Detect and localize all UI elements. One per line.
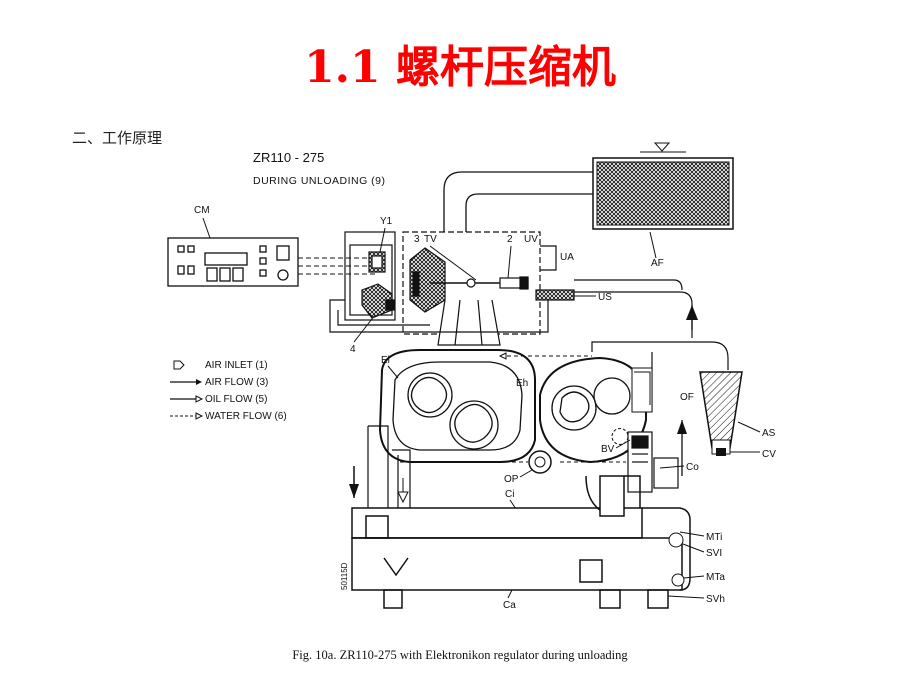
legend-item-label: AIR INLET (1) <box>205 360 268 371</box>
legend: AIR INLET (1) AIR FLOW (3) OIL FLOW (5) … <box>170 360 287 422</box>
label-cv: CV <box>762 449 776 460</box>
compressor-elements <box>378 349 647 464</box>
oil-pump-op <box>528 450 552 474</box>
unloader-assembly <box>344 231 575 346</box>
label-2: 2 <box>507 234 513 245</box>
label-op: OP <box>504 474 519 485</box>
bottom-cooler-ca <box>351 475 683 609</box>
label-us: US <box>598 292 612 303</box>
model-label: ZR110 - 275 <box>253 150 324 165</box>
label-3: 3 <box>414 234 420 245</box>
label-mta: MTa <box>706 572 725 583</box>
label-svh: SVh <box>706 594 725 605</box>
separator-as <box>699 371 743 456</box>
cooler-co <box>627 431 679 493</box>
label-cm: CM <box>194 205 210 216</box>
label-ua: UA <box>560 252 574 263</box>
label-uv: UV <box>524 234 538 245</box>
legend-item-label: AIR FLOW (3) <box>205 377 268 388</box>
label-tv: TV <box>424 234 437 245</box>
label-eh: Eh <box>516 378 528 389</box>
controller-cm <box>167 237 299 287</box>
label-ci: Ci <box>505 489 514 500</box>
legend-item-label: OIL FLOW (5) <box>205 394 267 405</box>
legend-item-label: WATER FLOW (6) <box>205 411 287 422</box>
label-el: El <box>381 355 390 366</box>
label-af: AF <box>651 258 664 269</box>
label-of: OF <box>680 392 694 403</box>
label-co: Co <box>686 462 699 473</box>
section-heading: 二、工作原理 <box>72 129 163 147</box>
drawing-number: 50115D <box>340 562 349 590</box>
label-4: 4 <box>350 344 356 355</box>
mode-label: DURING UNLOADING (9) <box>253 175 386 187</box>
figure-caption: Fig. 10a. ZR110-275 with Elektronikon re… <box>292 648 628 662</box>
label-svi: SVI <box>706 548 722 559</box>
label-ca: Ca <box>503 600 516 611</box>
label-mti: MTi <box>706 532 722 543</box>
label-bv: BV <box>601 444 615 455</box>
slide-title: 1.1 螺杆压缩机 <box>304 42 616 93</box>
label-as: AS <box>762 428 776 439</box>
label-y1: Y1 <box>380 216 393 227</box>
air-filter-af <box>592 142 734 230</box>
